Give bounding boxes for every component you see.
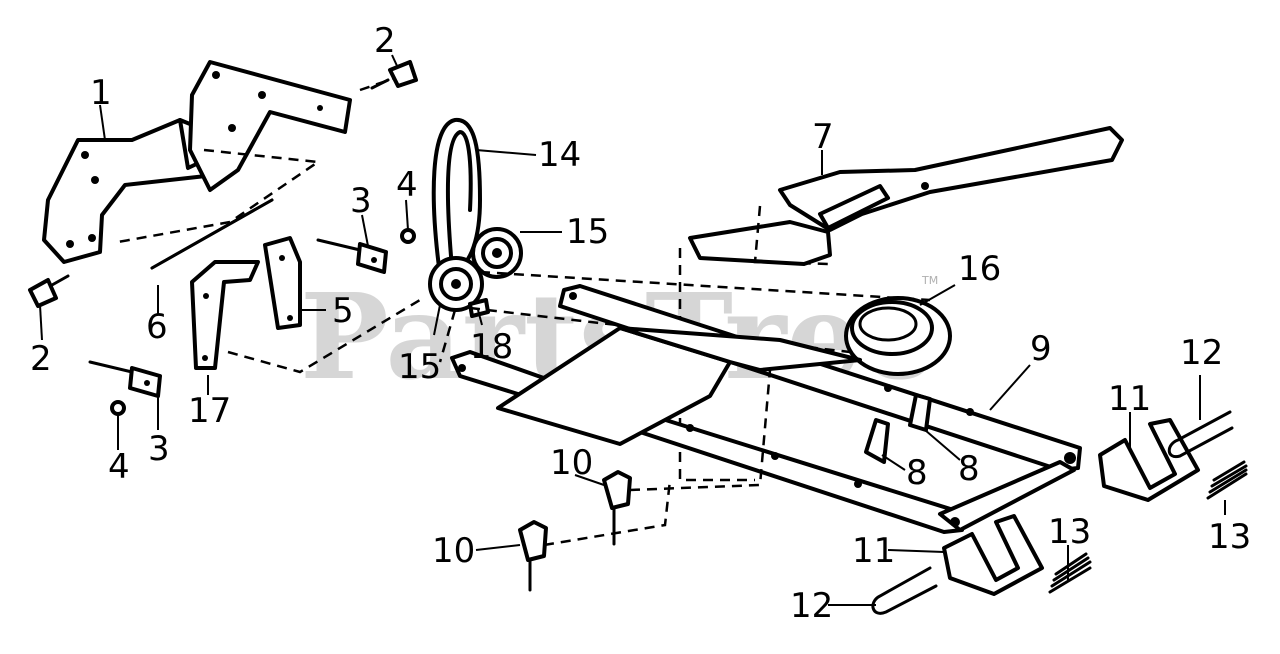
part-7-lever[interactable] xyxy=(688,126,1124,266)
callout-13-right: 13 xyxy=(1208,517,1251,557)
part-4-nut-lower[interactable] xyxy=(110,400,126,416)
part-11-bracket-lower[interactable] xyxy=(942,514,1044,596)
callout-10-upper: 10 xyxy=(550,443,593,483)
callout-4-upper: 4 xyxy=(396,165,418,205)
part-14-belt[interactable] xyxy=(431,117,482,277)
part-3-clamp-upper[interactable] xyxy=(316,238,388,274)
part-10-pin-upper[interactable] xyxy=(602,470,632,546)
callout-12-lower: 12 xyxy=(790,586,833,626)
callout-11-right: 11 xyxy=(1108,379,1151,419)
callout-4-lower: 4 xyxy=(108,447,130,487)
callout-11-lower: 11 xyxy=(852,531,895,571)
part-6-pin[interactable] xyxy=(150,198,274,270)
callout-8-left: 8 xyxy=(906,453,928,493)
callout-5: 5 xyxy=(332,291,354,331)
callout-2-upper: 2 xyxy=(374,21,396,61)
callout-16: 16 xyxy=(958,249,1001,289)
callout-18: 18 xyxy=(470,327,513,367)
part-17-bracket[interactable] xyxy=(190,260,260,370)
part-13-spring-right[interactable] xyxy=(1206,460,1248,500)
part-10-pin-lower[interactable] xyxy=(518,520,548,592)
part-15-pulley-front[interactable] xyxy=(428,256,484,312)
part-15-pulley-rear[interactable] xyxy=(471,227,523,279)
part-8-slot-right[interactable] xyxy=(908,393,932,432)
part-13-spring-lower[interactable] xyxy=(1048,552,1092,594)
callout-3-upper: 3 xyxy=(350,181,372,221)
callout-8-right: 8 xyxy=(958,449,980,489)
part-1-upper-bracket[interactable] xyxy=(188,60,352,192)
watermark-trademark: TM xyxy=(921,274,938,287)
callout-14: 14 xyxy=(538,135,581,175)
part-9-frame[interactable] xyxy=(450,284,1082,534)
callout-9: 9 xyxy=(1030,329,1052,369)
callout-15-upper: 15 xyxy=(566,212,609,252)
part-4-nut-upper[interactable] xyxy=(400,228,416,244)
callout-7: 7 xyxy=(812,117,834,157)
callout-3-lower: 3 xyxy=(148,429,170,469)
callout-13-lower: 13 xyxy=(1048,512,1091,552)
callout-6: 6 xyxy=(146,307,168,347)
part-5-bracket[interactable] xyxy=(263,236,302,330)
callout-1: 1 xyxy=(90,73,112,113)
part-12-clip-right[interactable] xyxy=(1167,410,1234,459)
part-3-clamp-lower[interactable] xyxy=(88,360,162,398)
part-8-slot-left[interactable] xyxy=(864,418,890,464)
part-2-bolt-lower[interactable] xyxy=(28,274,70,308)
callout-12-right: 12 xyxy=(1180,333,1223,373)
callout-15-lower: 15 xyxy=(398,347,441,387)
part-16-ring[interactable] xyxy=(844,296,952,376)
callout-10-lower: 10 xyxy=(432,531,475,571)
callout-2-lower: 2 xyxy=(30,339,52,379)
callout-17: 17 xyxy=(188,391,231,431)
part-2-bolt-upper[interactable] xyxy=(370,60,418,90)
part-12-clip-lower[interactable] xyxy=(871,566,938,615)
part-11-bracket-right[interactable] xyxy=(1098,418,1200,502)
